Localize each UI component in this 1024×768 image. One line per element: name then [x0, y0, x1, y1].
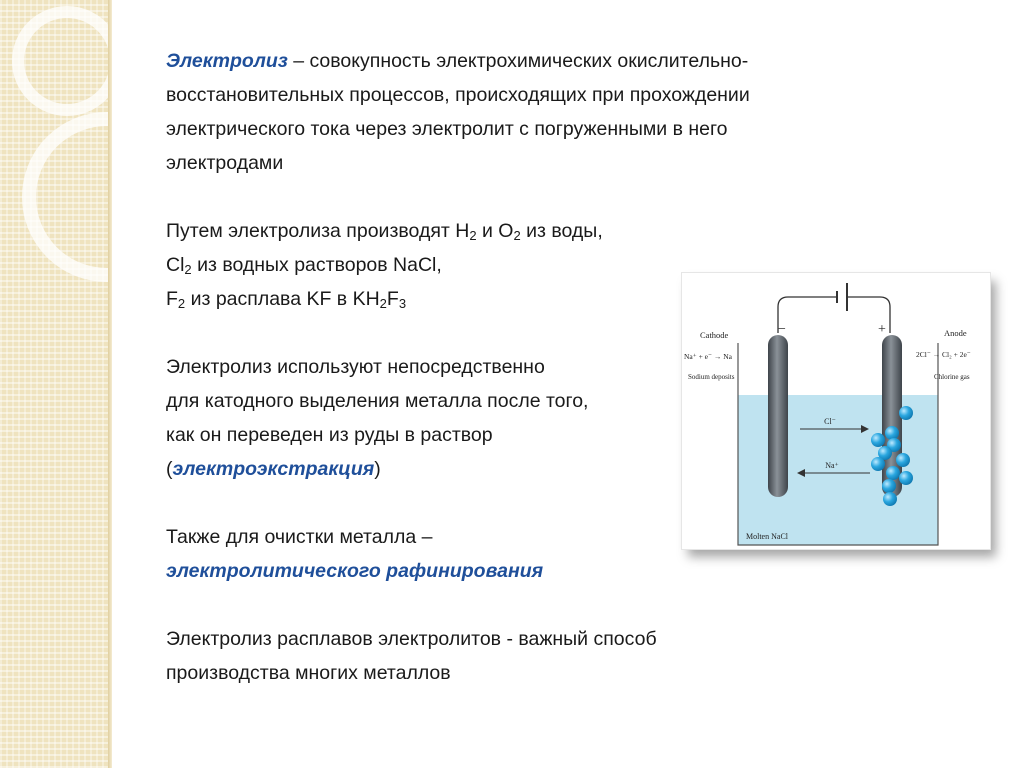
text-line: электродами [166, 152, 284, 174]
electrolyte-label: Molten NaCl [746, 532, 789, 541]
text-line: Также для очистки металла – [166, 526, 433, 548]
chloride-ion-label: Cl⁻ [824, 417, 836, 426]
text-line: как он переведен из руды в раствор [166, 424, 493, 446]
text-line: Cl2 из водных растворов NaCl, [166, 248, 886, 282]
cathode-electrode [768, 335, 788, 497]
gas-bubble [896, 453, 910, 467]
band-edge [108, 0, 112, 768]
cathode-note: Sodium deposits [688, 373, 735, 381]
chlorine-bubbles [871, 406, 913, 506]
text-fragment: из воды, [520, 220, 603, 242]
subscript: 2 [513, 228, 521, 243]
gas-bubble [899, 471, 913, 485]
gas-bubble [899, 406, 913, 420]
subscript: 3 [398, 296, 407, 311]
text-line: производства многих металлов [166, 662, 451, 684]
term-electrolytic-refining: электролитического рафинирования [166, 560, 544, 582]
subscript: 2 [184, 262, 192, 277]
text-line: электрического тока через электролит с п… [166, 118, 728, 140]
sodium-ion-label: Na⁺ [825, 461, 839, 470]
text-line: восстановительных процессов, происходящи… [166, 84, 750, 106]
text-line: Электролиз – совокупность электрохимичес… [166, 44, 886, 78]
gas-bubble [887, 438, 901, 452]
electrolysis-diagram: − + Cathode Na⁺ + e⁻ → Na Sodium deposit… [682, 273, 990, 549]
cathode-label: Cathode [700, 330, 729, 340]
text-line: (электроэкстракция) [166, 452, 886, 486]
anode-reaction: 2Cl⁻ → Cl₂ + 2e⁻ [916, 350, 971, 359]
conclusion-paragraph: Электролиз расплавов электролитов - важн… [166, 622, 886, 690]
gas-bubble [871, 457, 885, 471]
subscript: 2 [379, 296, 387, 311]
slide-text: Электролиз – совокупность электрохимичес… [166, 44, 886, 724]
gas-bubble [882, 479, 896, 493]
circuit-wire [777, 296, 836, 333]
text-fragment: ) [374, 458, 381, 480]
subscript: 2 [469, 228, 477, 243]
text-fragment: F [386, 288, 399, 310]
text-line: Электролиз расплавов электролитов - важн… [166, 628, 657, 650]
term-electroextraction: электроэкстракция [172, 458, 375, 480]
decorative-left-band [0, 0, 112, 768]
text-line: для катодного выделения металла после то… [166, 390, 589, 412]
plus-sign: + [878, 322, 886, 337]
text-line: Путем электролиза производят H2 и O2 из … [166, 214, 886, 248]
subscript: 2 [177, 296, 186, 311]
cathode-reaction: Na⁺ + e⁻ → Na [684, 352, 733, 361]
term-electrolysis: Электролиз [166, 50, 288, 72]
text-fragment: – совокупность электрохимических окислит… [287, 50, 749, 72]
gas-bubble [878, 446, 892, 460]
text-line: Электролиз используют непосредственно [166, 356, 545, 378]
gas-bubble [886, 466, 900, 480]
text-fragment: Cl [166, 254, 185, 276]
text-fragment: Путем электролиза производят H [166, 220, 470, 242]
gas-bubble [883, 492, 897, 506]
decorative-ring [22, 112, 112, 282]
extraction-paragraph: Электролиз используют непосредственно дл… [166, 350, 886, 486]
definition-paragraph: Электролиз – совокупность электрохимичес… [166, 44, 886, 180]
text-fragment: и O [476, 220, 514, 242]
refining-paragraph: Также для очистки металла – электролитич… [166, 520, 886, 588]
electrolysis-cell-svg: − + Cathode Na⁺ + e⁻ → Na Sodium deposit… [684, 283, 971, 546]
gas-bubble [885, 426, 899, 440]
text-fragment: F [166, 288, 178, 310]
anode-note: Chlorine gas [934, 373, 970, 381]
minus-sign: − [778, 322, 786, 337]
text-fragment: ( [166, 458, 173, 480]
production-paragraph: Путем электролиза производят H2 и O2 из … [166, 214, 886, 316]
circuit-wire [848, 296, 891, 333]
text-line: F2 из расплава KF в KH2F3 [166, 282, 886, 316]
gas-bubble [871, 433, 885, 447]
anode-label: Anode [944, 328, 967, 338]
text-fragment: из водных растворов NaCl, [191, 254, 442, 276]
text-fragment: из расплава KF в KH [185, 288, 380, 310]
cell-container [737, 343, 939, 546]
decorative-ring [12, 6, 112, 116]
